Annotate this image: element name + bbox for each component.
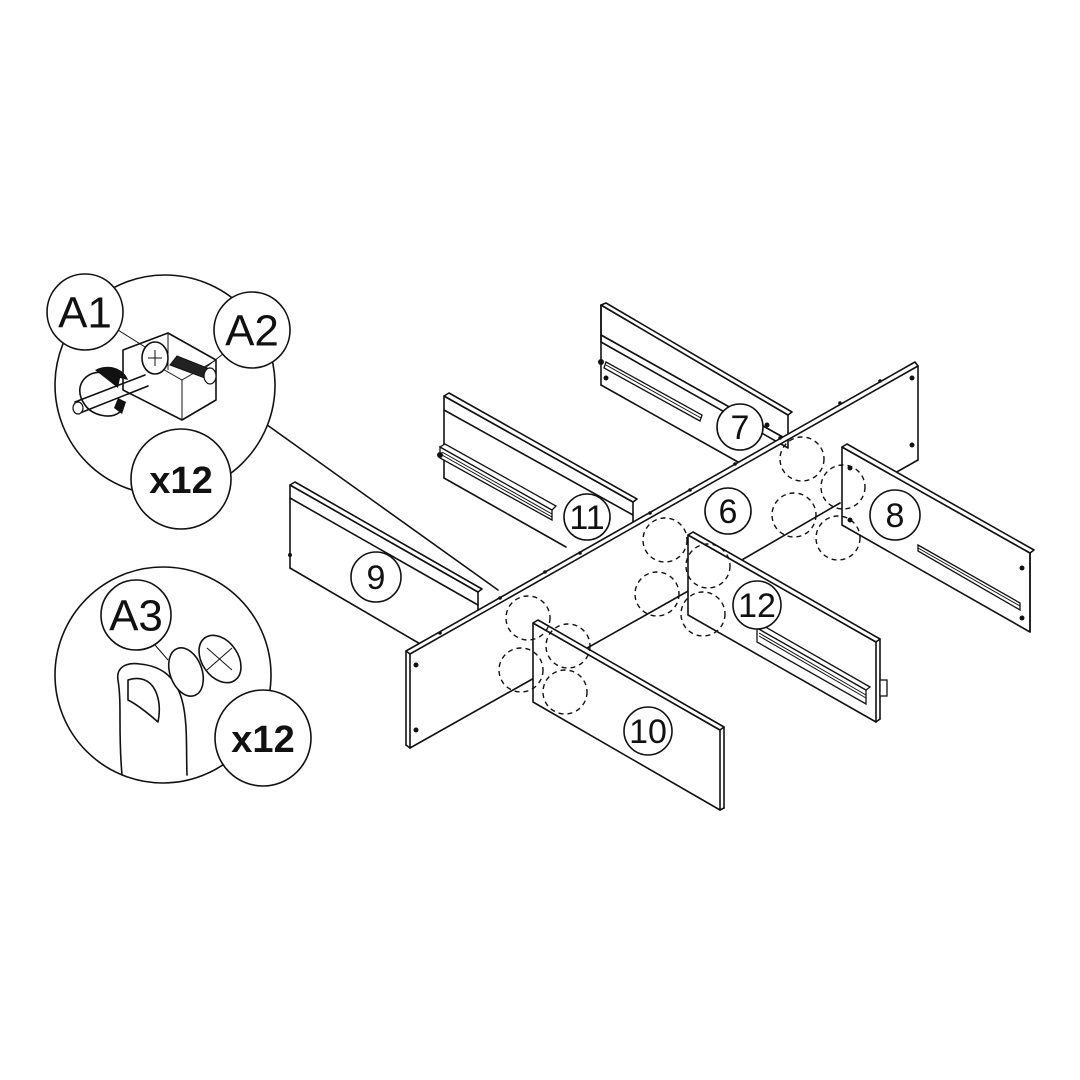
svg-text:12: 12 [738, 587, 776, 625]
panel-7 [598, 302, 793, 463]
part-label-7: 7 [716, 403, 764, 451]
callout-leader [262, 421, 499, 591]
panel-12 [687, 531, 888, 723]
svg-text:6: 6 [719, 493, 738, 531]
panel-6 [405, 361, 919, 749]
svg-text:8: 8 [886, 497, 905, 535]
svg-text:A3: A3 [109, 592, 163, 641]
svg-text:x12: x12 [231, 719, 294, 761]
cam-lock-illustration [72, 332, 217, 421]
svg-text:9: 9 [367, 559, 386, 597]
hardware-label-a3: A3 [100, 579, 172, 651]
panel-11 [437, 392, 638, 548]
panel-10 [532, 619, 725, 811]
hardware-label-a2: A2 [213, 291, 291, 369]
svg-text:10: 10 [629, 713, 667, 751]
part-label-8: 8 [869, 489, 921, 541]
part-label-6: 6 [704, 487, 752, 535]
cap-illustration [116, 634, 242, 776]
svg-text:A2: A2 [225, 307, 279, 356]
connector-markers [498, 436, 866, 715]
svg-text:A1: A1 [58, 289, 112, 338]
quantity-badge-cam-lock: x12 [130, 428, 232, 530]
panel-8 [841, 443, 1035, 633]
cam-holes [438, 379, 882, 635]
part-label-12: 12 [732, 580, 782, 630]
part-label-9: 9 [350, 551, 402, 603]
svg-text:7: 7 [731, 409, 750, 447]
quantity-badge-cap: x12 [214, 689, 312, 787]
panel-9 [288, 481, 483, 646]
hardware-label-a1: A1 [46, 273, 124, 351]
svg-text:x12: x12 [149, 460, 212, 502]
cap-callout: A3 x12 [54, 566, 312, 787]
part-label-10: 10 [623, 706, 673, 756]
cam-lock-callout: A1 A2 x12 [46, 273, 291, 530]
svg-text:11: 11 [569, 499, 604, 537]
part-label-11: 11 [563, 493, 611, 541]
